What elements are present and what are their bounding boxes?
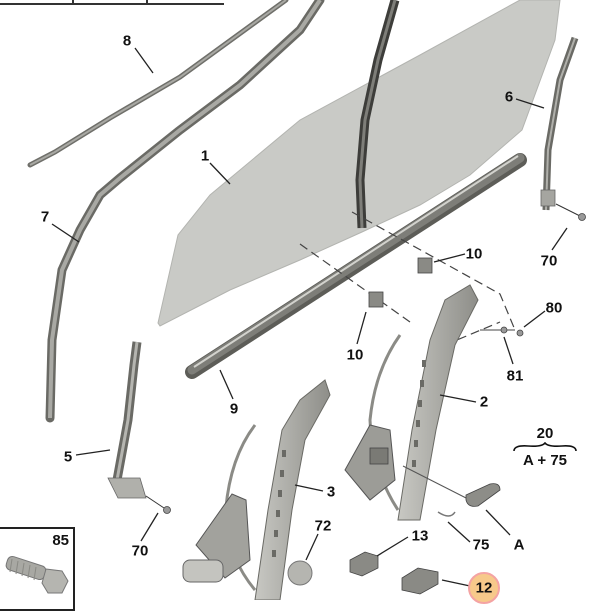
inset-part-85[interactable]: 85 xyxy=(0,527,75,611)
callout-72[interactable]: 72 xyxy=(314,517,332,535)
callout-10-top[interactable]: 10 xyxy=(465,245,483,263)
callout-2[interactable]: 2 xyxy=(479,393,489,411)
callout-8[interactable]: 8 xyxy=(122,32,132,50)
part-7-frame-seal xyxy=(45,0,325,423)
part-9-waist-seal xyxy=(185,153,527,379)
table-divider xyxy=(72,0,74,4)
part-8-roof-seal xyxy=(27,0,289,168)
part-6-rear-guide-channel xyxy=(540,36,586,221)
callout-a[interactable]: A xyxy=(513,536,525,554)
kit-number: 20 xyxy=(536,425,554,442)
brace-icon xyxy=(513,442,577,452)
assembly-lines xyxy=(299,211,516,346)
callout-10-bottom[interactable]: 10 xyxy=(346,346,364,364)
table-edge xyxy=(0,0,224,5)
callout-7[interactable]: 7 xyxy=(40,208,50,226)
callout-81[interactable]: 81 xyxy=(506,367,524,385)
part-2-window-regulator xyxy=(344,284,524,521)
callout-85: 85 xyxy=(52,532,69,549)
table-divider xyxy=(146,0,148,4)
bolt-icon xyxy=(5,555,69,594)
part-3-window-regulator xyxy=(182,379,331,600)
part-10-clips xyxy=(368,257,433,308)
callout-9[interactable]: 9 xyxy=(229,400,239,418)
callout-1[interactable]: 1 xyxy=(200,147,210,165)
callout-70-top[interactable]: 70 xyxy=(540,252,558,270)
highlight-marker xyxy=(468,572,500,604)
callout-70-bottom[interactable]: 70 xyxy=(131,542,149,560)
part-5-front-guide-channel xyxy=(107,341,171,514)
callout-6[interactable]: 6 xyxy=(504,88,514,106)
callout-3[interactable]: 3 xyxy=(326,483,336,501)
leader-lines xyxy=(51,47,568,587)
part-13-connector xyxy=(349,551,379,577)
callout-80[interactable]: 80 xyxy=(545,299,563,317)
part-12-connector xyxy=(401,567,439,595)
glass-run-channel xyxy=(355,0,400,229)
callout-12[interactable]: 12 xyxy=(475,579,493,597)
part-72-plug xyxy=(287,560,313,586)
callout-75[interactable]: 75 xyxy=(472,536,490,554)
kit-components: A + 75 xyxy=(522,452,568,469)
callout-5[interactable]: 5 xyxy=(63,448,73,466)
callout-13[interactable]: 13 xyxy=(411,527,429,545)
kit-formula: 20 A + 75 xyxy=(512,425,578,469)
